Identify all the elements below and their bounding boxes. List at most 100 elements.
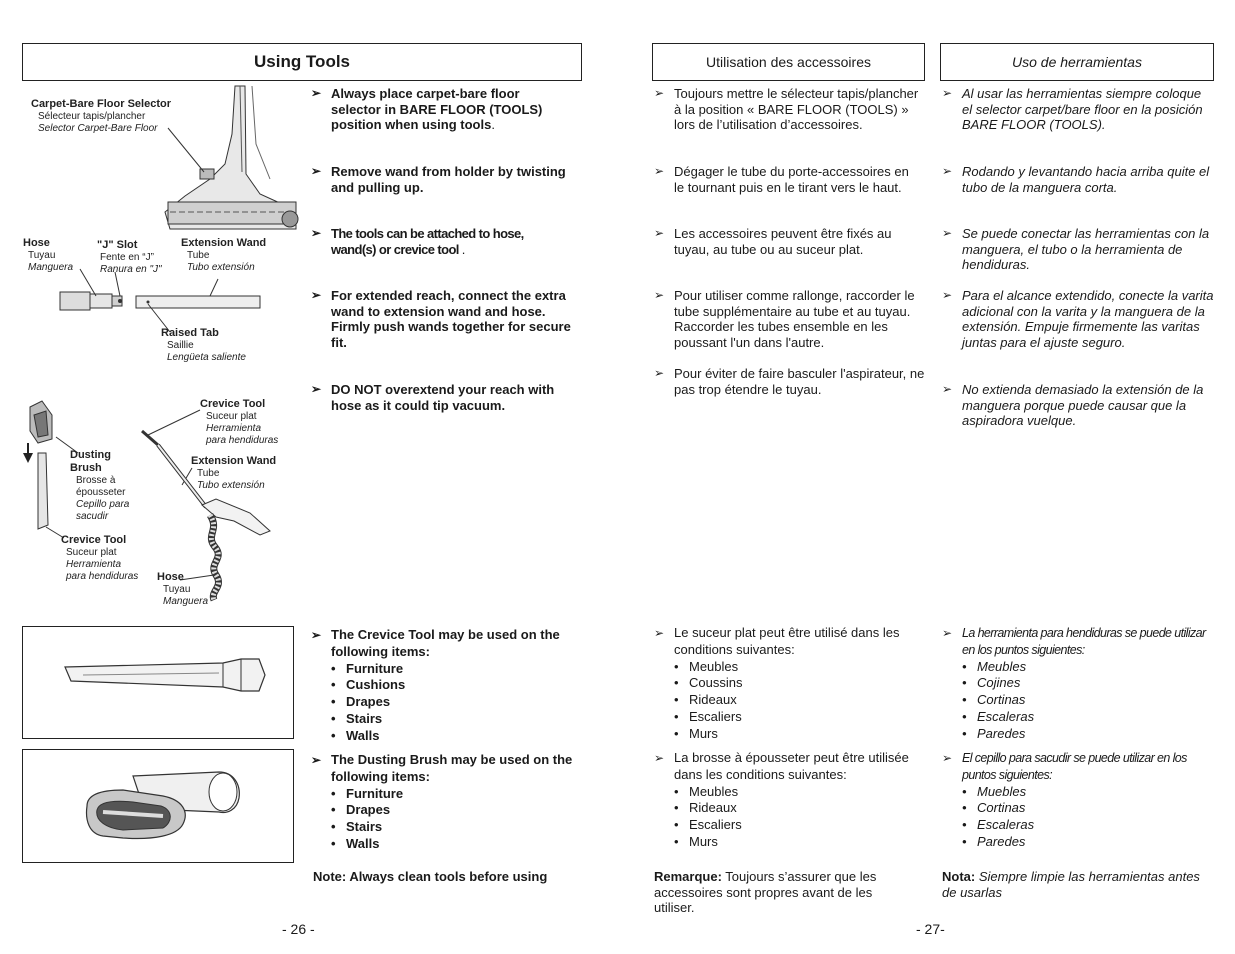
en-b1-end: . — [491, 117, 495, 132]
label-hose-title: Hose — [23, 237, 50, 249]
list-item: Cortinas — [962, 692, 1217, 709]
list-item: Meubles — [674, 784, 909, 801]
label-ext-wand-es: Tubo extensión — [187, 262, 255, 273]
en-b3-end: . — [458, 241, 466, 257]
fr-b2-text: Dégager le tube du porte-accessoires en … — [674, 164, 909, 195]
label-selector-fr: Sélecteur tapis/plancher — [38, 111, 146, 122]
en-crevice-uses: ➢ The Crevice Tool may be used on the fo… — [311, 627, 581, 745]
dusting-brush-figure — [22, 749, 294, 863]
es-instruction-1: ➢ Al usar las herramientas siempre coloq… — [942, 86, 1214, 133]
es-brush-uses: ➢ El cepillo para sacudir se puede utili… — [942, 750, 1222, 851]
figure-tools-attachment: Crevice Tool Suceur plat Herramienta par… — [20, 395, 300, 615]
label-hose-2: Hose Tuyau Manguera — [157, 571, 208, 608]
arrow-bullet-icon: ➢ — [942, 626, 953, 640]
list-item: Coussins — [674, 675, 929, 692]
fr-b3-text: Les accessoires peuvent être fixés au tu… — [674, 226, 892, 257]
fr-instruction-5: ➢ Pour éviter de faire basculer l'aspira… — [654, 366, 929, 397]
label-extension-wand: Extension Wand Tube Tubo extensión — [181, 237, 266, 274]
fr-b6-text: Le suceur plat peut être utilisé dans le… — [674, 625, 900, 657]
label-dusting-title1: Dusting — [70, 449, 111, 461]
fr-crevice-uses: ➢ Le suceur plat peut être utilisé dans … — [654, 625, 929, 743]
arrow-bullet-icon: ➢ — [942, 382, 953, 396]
list-item: Drapes — [331, 694, 581, 711]
en-brush-uses: ➢ The Dusting Brush may be used on the f… — [311, 752, 581, 853]
es-crevice-list: Meubles Cojines Cortinas Escaleras Pared… — [942, 659, 1217, 743]
label-ext-wand-fr: Tube — [187, 250, 210, 261]
label-selector-es: Selector Carpet-Bare Floor — [38, 123, 158, 134]
en-note-text: Note: Always clean tools before using — [313, 869, 548, 884]
en-b1-text: Always place carpet-bare floor selector … — [331, 86, 543, 132]
fr-b5-text: Pour éviter de faire basculer l'aspirate… — [674, 366, 925, 397]
en-instruction-3: ➢ The tools can be attached to hose, wan… — [311, 226, 571, 257]
label-crevice-right: Crevice Tool Suceur plat Herramienta par… — [200, 398, 278, 447]
fr-instruction-1: ➢ Toujours mettre le sélecteur tapis/pla… — [654, 86, 919, 133]
es-note-label: Nota: — [942, 869, 976, 884]
es-b2-text: Rodando y levantando hacia arriba quite … — [962, 164, 1210, 195]
fr-crevice-list: Meubles Coussins Rideaux Escaliers Murs — [654, 659, 929, 743]
page-number-left: - 26 - — [282, 921, 315, 937]
es-crevice-uses: ➢ La herramienta para hendiduras se pued… — [942, 625, 1217, 743]
arrow-bullet-icon: ➢ — [311, 164, 322, 178]
en-instruction-1: ➢ Always place carpet-bare floor selecto… — [311, 86, 571, 133]
arrow-bullet-icon: ➢ — [942, 86, 953, 100]
arrow-bullet-icon: ➢ — [942, 288, 953, 302]
list-item: Muebles — [962, 784, 1222, 801]
label-jslot-title: "J" Slot — [97, 239, 138, 251]
es-b7-text: El cepillo para sacudir se puede utiliza… — [962, 751, 1187, 782]
label-hose2-fr: Tuyau — [163, 584, 191, 595]
label-raised-tab-fr: Saillie — [167, 340, 194, 351]
label-dusting-es1: Cepillo para — [76, 499, 130, 510]
arrow-bullet-icon: ➢ — [311, 86, 322, 100]
arrow-bullet-icon: ➢ — [942, 751, 953, 765]
list-item: Meubles — [674, 659, 929, 676]
label-crevice-left-es2: para hendiduras — [66, 571, 139, 582]
label-dusting-fr1: Brosse à — [76, 475, 116, 486]
arrow-bullet-icon: ➢ — [654, 226, 665, 240]
label-hose-fr: Tuyau — [28, 250, 56, 261]
fr-instruction-2: ➢ Dégager le tube du porte-accessoires e… — [654, 164, 916, 195]
label-raised-tab-title: Raised Tab — [161, 327, 219, 339]
fr-b4-text: Pour utiliser comme rallonge, raccorder … — [674, 288, 915, 350]
label-raised-tab-es: Lengüeta saliente — [167, 352, 246, 363]
arrow-bullet-icon: ➢ — [654, 626, 665, 640]
arrow-bullet-icon: ➢ — [654, 86, 665, 100]
en-b4-text: For extended reach, connect the extra wa… — [331, 288, 571, 350]
list-item: Furniture — [331, 661, 581, 678]
label-crevice-left: Crevice Tool Suceur plat Herramienta par… — [61, 534, 138, 583]
header-fr: Utilisation des accessoires — [652, 43, 925, 81]
list-item: Escaliers — [674, 709, 929, 726]
figure-hose-wand: Carpet-Bare Floor Selector Sélecteur tap… — [20, 84, 300, 374]
list-item: Escaleras — [962, 709, 1217, 726]
label-crevice-right-title: Crevice Tool — [200, 398, 266, 410]
label-crevice-left-title: Crevice Tool — [61, 534, 127, 546]
label-hose-es: Manguera — [28, 262, 74, 273]
label-ext-wand2-es: Tubo extensión — [197, 480, 265, 491]
label-selector: Carpet-Bare Floor Selector Sélecteur tap… — [31, 98, 171, 135]
list-item: Paredes — [962, 726, 1217, 743]
label-jslot-es: Ranura en "J" — [100, 264, 162, 275]
label-hose2-es: Manguera — [163, 596, 209, 607]
fr-instruction-3: ➢ Les accessoires peuvent être fixés au … — [654, 226, 916, 257]
es-instruction-5: ➢ No extienda demasiado la extensión de … — [942, 382, 1214, 429]
fr-note-text: Toujours s’assurer que les accessoires s… — [654, 869, 877, 915]
label-raised-tab: Raised Tab Saillie Lengüeta saliente — [161, 327, 246, 364]
es-b3-text: Se puede conectar las herramientas con l… — [962, 226, 1210, 272]
label-dusting-es2: sacudir — [76, 511, 109, 522]
en-b3-text: The tools can be attached to hose, wand(… — [331, 226, 524, 257]
es-instruction-2: ➢ Rodando y levantando hacia arriba quit… — [942, 164, 1210, 195]
en-brush-list: Furniture Drapes Stairs Walls — [311, 786, 581, 853]
en-b2-text: Remove wand from holder by twisting and … — [331, 164, 566, 195]
list-item: Escaleras — [962, 817, 1222, 834]
list-item: Meubles — [962, 659, 1217, 676]
label-ext-wand-title: Extension Wand — [181, 237, 267, 249]
es-b6-text: La herramienta para hendiduras se puede … — [962, 626, 1206, 657]
es-instruction-4: ➢ Para el alcance extendido, conecte la … — [942, 288, 1214, 350]
label-dusting-brush: Dusting Brush Brosse à épousseter Cepill… — [70, 449, 129, 523]
crevice-tool-figure — [22, 626, 294, 739]
list-item: Rideaux — [674, 800, 909, 817]
arrow-bullet-icon: ➢ — [942, 164, 953, 178]
crevice-tool-image — [64, 658, 266, 692]
list-item: Walls — [331, 836, 581, 853]
en-b6-text: The Crevice Tool may be used on the foll… — [331, 627, 560, 659]
en-b7-text: The Dusting Brush may be used on the fol… — [331, 752, 573, 784]
